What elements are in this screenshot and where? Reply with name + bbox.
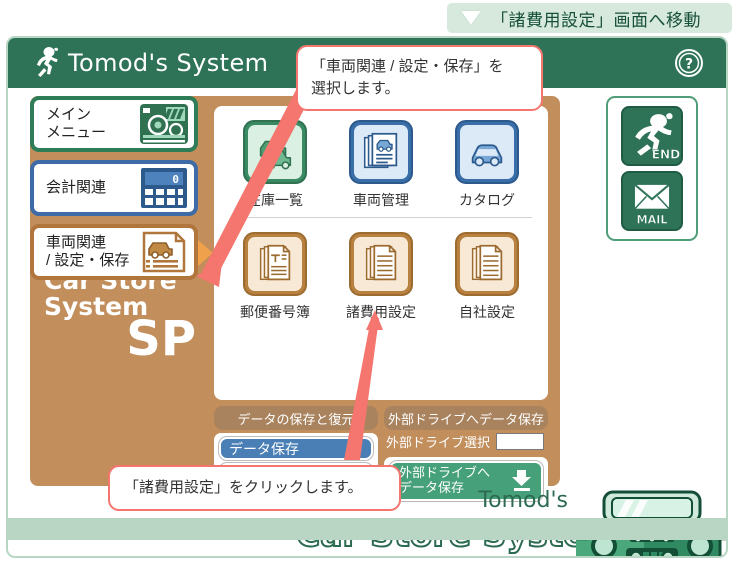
sidebar-item-label: 車両関連 / 設定・保存 [46,234,130,269]
question-mark-help-icon[interactable]: ? [674,48,704,78]
svg-text:END: END [652,148,681,162]
icon-label: 車両管理 [353,192,409,208]
runner-logo-icon [37,47,58,77]
footer-strip [8,518,726,540]
mail-button[interactable]: MAIL [621,170,683,231]
car-dashboard-icon [140,104,188,144]
icon-label: 郵便番号簿 [240,304,310,320]
save-to-external-drive-label: 外部ドライブへ データ保存 [399,465,491,495]
icon-label: 自社設定 [459,304,515,320]
car-document-icon [142,231,186,273]
calculator-icon: 0 [141,168,187,208]
brand-line-2: System [44,291,149,321]
sidebar-item-vehicle-settings[interactable]: 車両関連 / 設定・保存 [30,224,198,280]
icon-item-company-settings[interactable]: 自社設定 [439,232,535,322]
download-arrow-icon [347,442,362,455]
icon-item-vehicle-management[interactable]: 車両管理 [333,120,429,210]
quick-actions-panel: END MAIL [606,96,698,241]
app-title: Tomod's System [68,49,269,77]
cars-inventory-icon [243,120,307,184]
svg-text:?: ? [685,57,693,73]
icon-grid-row-1: 在庫一覧 [214,106,548,210]
svg-text:MAIL: MAIL [636,213,667,226]
triangle-down-icon [461,11,481,25]
external-drive-section: 外部ドライブへデータ保存 外部ドライブ選択 外部ドライブへ データ保存 [384,406,548,505]
icon-label: カタログ [459,192,515,208]
row-divider [230,217,532,218]
vehicle-settings-panel: 在庫一覧 [30,96,560,505]
vehicle-records-icon [349,120,413,184]
icon-item-catalog[interactable]: カタログ [439,120,535,210]
save-data-label: データ保存 [229,440,299,457]
runner-end-icon: END [635,113,681,162]
save-data-button[interactable]: データ保存 [219,437,373,460]
icon-item-inventory-list[interactable]: 在庫一覧 [227,120,323,210]
external-drive-title: 外部ドライブへデータ保存 [384,406,548,430]
brand-line-3: SP [126,311,196,367]
product-brand-block: Car Store System SP [44,268,212,364]
icon-grid-area: 在庫一覧 [214,106,548,400]
envelope-mail-icon: MAIL [633,183,671,226]
active-section-indicator-icon [198,240,213,266]
navigate-to-expense-settings-banner[interactable]: 「諸費用設定」画面へ移動 [447,3,732,33]
icon-item-expense-settings[interactable]: 諸費用設定 [333,232,429,322]
sidebar-item-label: 会計関連 [46,179,107,197]
postal-code-document-icon [243,232,307,296]
external-drive-select-input[interactable] [496,433,545,450]
icon-label: 諸費用設定 [346,304,416,320]
icon-item-postal-code-book[interactable]: 郵便番号簿 [227,232,323,322]
company-settings-document-icon [455,232,519,296]
backup-restore-title: データの保存と復元 [214,406,378,430]
expense-settings-document-icon [349,232,413,296]
top-banner-label: 「諸費用設定」画面へ移動 [491,10,701,30]
catalog-car-icon [455,120,519,184]
sidebar-item-label: メイン メニュー [46,106,107,141]
end-button[interactable]: END [621,106,683,167]
callout-click-expense-settings: 「諸費用設定」をクリックします。 [108,465,401,511]
sidebar-item-accounting[interactable]: 会計関連 0 [30,160,198,216]
callout-select-vehicle-settings: 「車両関連 / 設定・保存」を 選択します。 [296,45,543,111]
download-arrow-icon [512,470,531,491]
icon-grid-row-2: 郵便番号簿 [214,218,548,322]
external-drive-select-label: 外部ドライブ選択 [386,435,491,450]
svg-text:0: 0 [172,173,179,186]
bottom-brand-tomods: Tomod's [478,488,568,513]
sidebar-item-main-menu[interactable]: メイン メニュー [30,96,198,152]
icon-label: 在庫一覧 [247,192,303,208]
save-to-external-drive-button[interactable]: 外部ドライブへ データ保存 [389,461,543,501]
